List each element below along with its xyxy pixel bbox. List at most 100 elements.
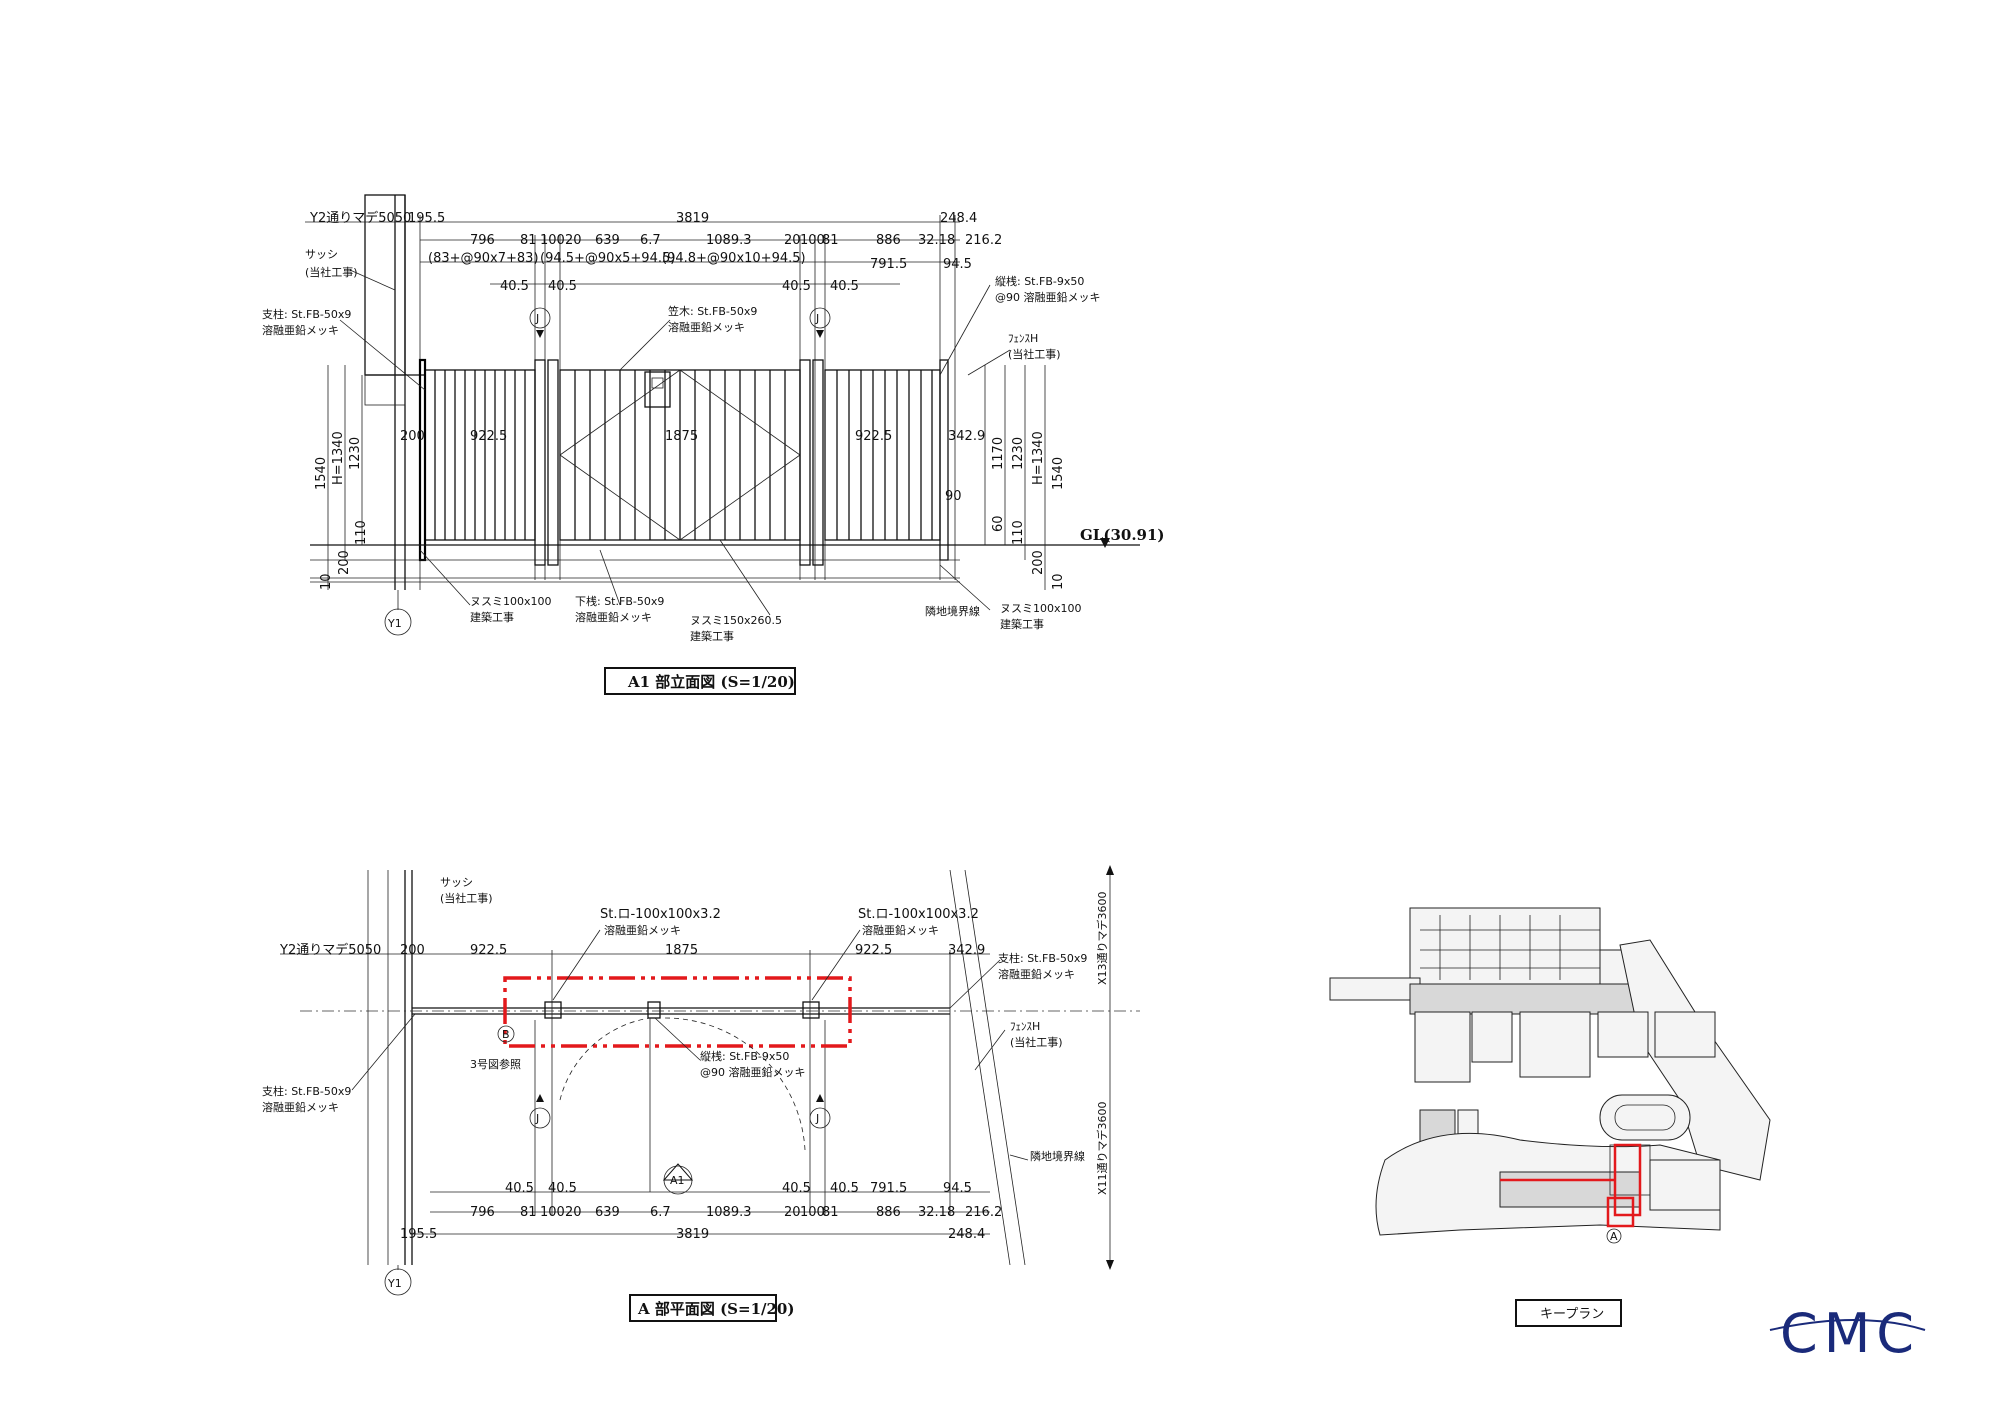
dim-200-mid: 200	[400, 429, 425, 444]
support-right-note: 溶融亜鉛メッキ	[998, 967, 1075, 981]
stile-label-elevation: 縦桟: St.FB-9x50	[995, 274, 1084, 288]
plan-dim-922-5-right: 922.5	[855, 943, 892, 958]
dim-x11: X11通りマデ3600	[1095, 1101, 1109, 1195]
stile-label-plan: 縦桟: St.FB-9x50	[700, 1049, 789, 1063]
logo-text: CMC	[1780, 1302, 1920, 1365]
post-note-elevation: 溶融亜鉛メッキ	[262, 323, 339, 337]
right-fence-panel	[824, 369, 941, 541]
dim-200-right: 200	[1031, 550, 1046, 575]
grid-y1-plan	[384, 1268, 412, 1296]
dim-342-9: 342.9	[948, 429, 985, 444]
elevation-title-box	[604, 667, 796, 695]
section-marker-j-right	[809, 307, 831, 329]
dim-10-right: 10	[1051, 573, 1066, 590]
support-left-label: 支柱: St.FB-50x9	[262, 1084, 351, 1098]
dim-3819-top: 3819	[676, 211, 709, 226]
dim-40-5-c: 40.5	[782, 279, 811, 294]
post-label-elevation: 支柱: St.FB-50x9	[262, 307, 351, 321]
boundary-label-plan: 隣地境界線	[1030, 1149, 1085, 1163]
top-rail-label: 笠木: St.FB-50x9	[668, 304, 757, 318]
cmc-logo: CMC	[1769, 1302, 1926, 1365]
plan-dim-195-5: 195.5	[400, 1227, 437, 1242]
dim-1875: 1875	[665, 429, 698, 444]
ref-b-label: B	[502, 1028, 510, 1041]
stile-note-elevation: @90 溶融亜鉛メッキ	[995, 290, 1101, 304]
keyplan-track	[1599, 1094, 1691, 1141]
ref-y2-elevation: Y2通りマデ5050	[309, 210, 411, 226]
dim-6-7: 6.7	[640, 233, 661, 248]
plan-marker-j-left-label: J	[535, 1112, 539, 1125]
dim-20-b: 20	[784, 233, 801, 248]
plan-dim-40-5-b: 40.5	[548, 1181, 577, 1196]
plan-marker-j-left	[529, 1107, 551, 1129]
plan-dim-216-2: 216.2	[965, 1205, 1002, 1220]
plan-dim-791-5: 791.5	[870, 1181, 907, 1196]
plan-marker-j-right	[809, 1107, 831, 1129]
post-right-label-plan: St.ロ-100x100x3.2	[858, 907, 979, 922]
dim-200-left: 200	[337, 550, 352, 575]
boundary-label-elevation: 隣地境界線	[925, 604, 980, 618]
post-right-plan	[802, 1001, 820, 1019]
gate-swing-right	[664, 1017, 806, 1151]
top-rail-note: 溶融亜鉛メッキ	[668, 320, 745, 334]
logo-swoosh-icon	[1769, 1319, 1926, 1331]
dim-216-2: 216.2	[965, 233, 1002, 248]
dim-90-right: 90	[945, 489, 962, 504]
plan-marker-j-right-label: J	[815, 1112, 819, 1125]
dim-248-4-top: 248.4	[940, 211, 977, 226]
fence-label-elevation: ﾌｪﾝｽH	[1008, 332, 1038, 345]
keyplan-road	[1409, 983, 1651, 1015]
sash-note-elevation: (当社工事)	[305, 265, 358, 279]
plan-dim-81-a: 81	[520, 1205, 537, 1220]
bottom-rail-note: 溶融亜鉛メッキ	[575, 610, 652, 624]
dim-1230-left: 1230	[348, 437, 363, 470]
dim-40-5-d: 40.5	[830, 279, 859, 294]
plan-dim-200: 200	[400, 943, 425, 958]
left-fence-panel	[424, 369, 536, 541]
highlight-area-plan	[503, 976, 852, 1048]
dim-100-a: 100	[540, 233, 565, 248]
bottom-rail-label: 下桟: St.FB-50x9	[575, 594, 664, 608]
dim-100-b: 100	[800, 233, 825, 248]
key-plan: A キープラン	[1329, 907, 1771, 1327]
dim-81-a: 81	[520, 233, 537, 248]
dim-94-5: 94.5	[943, 257, 972, 272]
dim-796: 796	[470, 233, 495, 248]
plan-dim-342-9: 342.9	[948, 943, 985, 958]
grid-y1-label-elevation: Y1	[387, 617, 402, 630]
plan-title-box	[629, 1294, 777, 1322]
support-right-label: 支柱: St.FB-50x9	[998, 951, 1087, 965]
plan-dim-1089-3: 1089.3	[706, 1205, 752, 1220]
dim-81-b: 81	[822, 233, 839, 248]
dim-922-5-right: 922.5	[855, 429, 892, 444]
stile-note-plan: @90 溶融亜鉛メッキ	[700, 1065, 806, 1079]
plan-dim-32-18: 32.18	[918, 1205, 955, 1220]
marker-j-left-label: J	[535, 312, 539, 325]
dim-639: 639	[595, 233, 620, 248]
plan-dim-1875: 1875	[665, 943, 698, 958]
ref-b-note: 3号図参照	[470, 1057, 521, 1071]
keyplan-marker-label: A	[1610, 1230, 1618, 1243]
dim-pitch-left: (83+@90x7+83)	[428, 251, 539, 266]
dim-h1340-left: H=1340	[331, 431, 346, 485]
plan-dim-886: 886	[876, 1205, 901, 1220]
sash-label-plan: サッシ	[440, 876, 473, 889]
keyplan-parking-right	[1619, 939, 1771, 1181]
dim-1089-3: 1089.3	[706, 233, 752, 248]
fence-note-elevation: (当社工事)	[1008, 347, 1061, 361]
dim-pitch-right: (94.8+@90x10+94.5)	[662, 251, 806, 266]
gl-marker	[1100, 538, 1110, 548]
dim-10-left: 10	[319, 573, 334, 590]
grid-y1-elevation	[384, 608, 412, 636]
marker-j-right-label: J	[815, 312, 819, 325]
plan-dim-100-b: 100	[800, 1205, 825, 1220]
dim-60-right: 60	[991, 515, 1006, 532]
dim-pitch-gate: (94.5+@90x5+94.5)	[540, 251, 675, 266]
dim-791-5: 791.5	[870, 257, 907, 272]
dim-40-5-b: 40.5	[548, 279, 577, 294]
plan-dim-639: 639	[595, 1205, 620, 1220]
plan-dim-6-7: 6.7	[650, 1205, 671, 1220]
dim-886: 886	[876, 233, 901, 248]
view-marker-a1-label: A1	[670, 1174, 685, 1187]
